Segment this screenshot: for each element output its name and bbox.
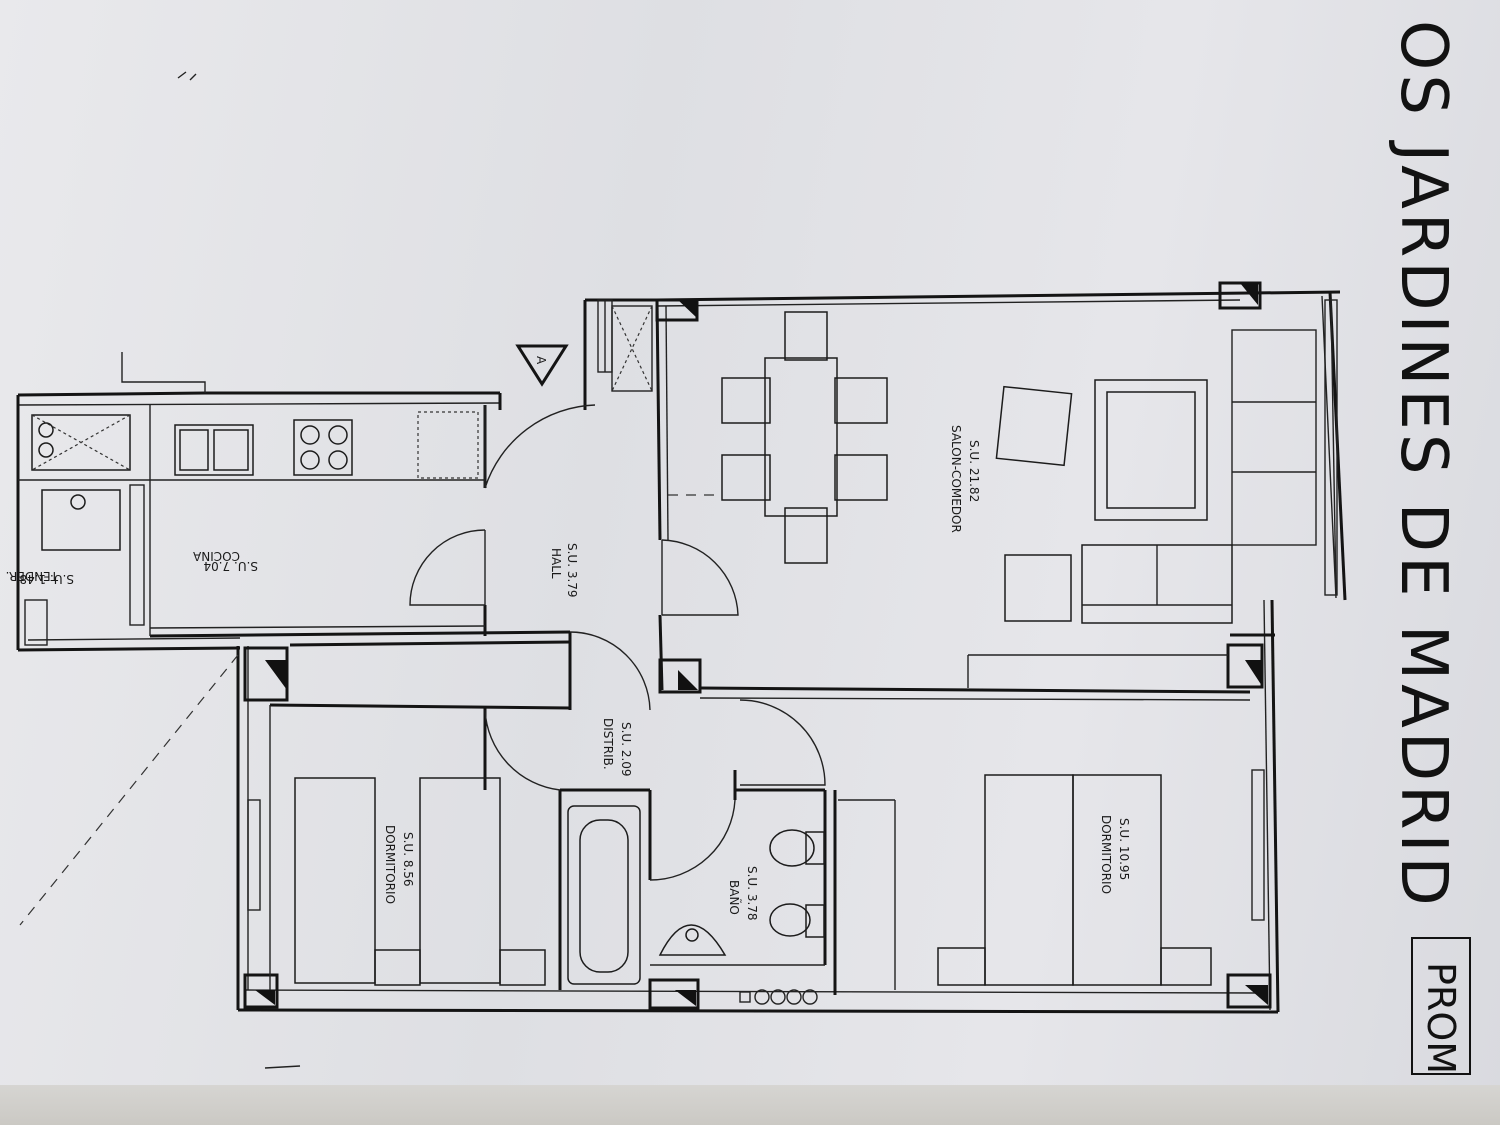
label-hall-area: S.U. 3.79 (565, 543, 579, 598)
label-dormitorio-2-area: S.U. 10.95 (1117, 818, 1131, 880)
stray-pen-marks (177, 71, 197, 81)
room-labels: TENDER. S.U. 1.48 COCINA S.U. 7.04 HALL … (6, 425, 1131, 921)
interior-walls (149, 299, 1275, 995)
label-cocina-area: S.U. 7.04 (203, 559, 258, 573)
label-bano-area: S.U. 3.78 (745, 866, 759, 921)
label-distrib-area: S.U. 2.09 (619, 722, 633, 777)
label-tender-name: TENDER. (6, 569, 59, 583)
entry-arrow-marker (515, 344, 569, 387)
label-bano-name: BAÑO (727, 880, 742, 915)
bathroom-fixtures (567, 805, 825, 1005)
label-dormitorio-1-area: S.U. 8.56 (401, 832, 415, 887)
bedroom-furniture (269, 705, 1212, 990)
label-dormitorio-1-name: DORMITORIO (383, 825, 397, 904)
doors (409, 404, 826, 881)
salon-furniture (611, 305, 1233, 688)
entry-marker-label: A (534, 356, 548, 365)
label-salon-name: SALON-COMEDOR (949, 425, 963, 533)
label-salon-area: S.U. 21.82 (967, 440, 981, 502)
stray-pen-mark-bottom (264, 1065, 301, 1069)
plan-title: OS JARDINES DE MADRID (1386, 20, 1460, 910)
dashed-projection-line (19, 654, 239, 926)
pillars (243, 281, 1272, 1010)
table-surface (0, 1085, 1500, 1125)
label-distrib-name: DISTRIB. (601, 718, 615, 770)
outer-walls (16, 290, 1347, 1014)
label-dormitorio-2-name: DORMITORIO (1099, 815, 1113, 894)
kitchen-fixtures (18, 405, 485, 636)
label-tender-area: S.U. 1.48 (19, 572, 74, 586)
prom-badge-frame (1411, 937, 1471, 1075)
label-hall-name: HALL (549, 548, 563, 579)
prom-badge: PROM (1419, 962, 1463, 1074)
label-cocina-name: COCINA (192, 549, 240, 563)
